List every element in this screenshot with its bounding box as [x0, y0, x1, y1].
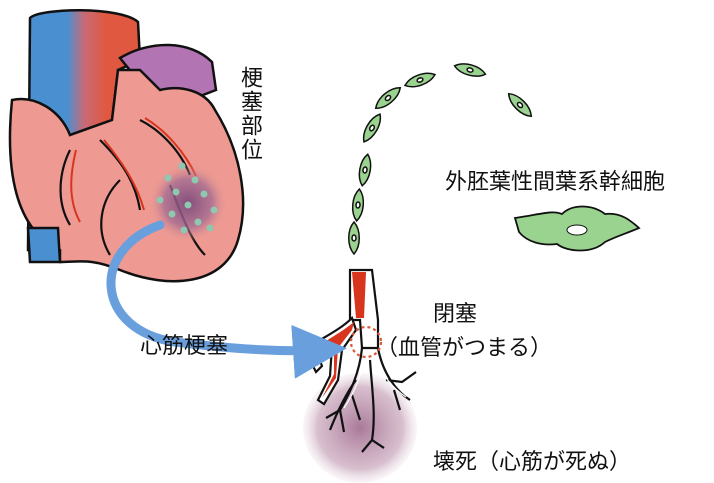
artery-illustration	[296, 270, 417, 483]
label-myocardial-infarction: 心筋梗塞	[140, 336, 228, 358]
label-stem-cell: 外胚葉性間葉系幹細胞	[445, 172, 665, 194]
label-necrosis: 壊死（心筋が死ぬ）	[433, 452, 631, 474]
necrosis-zone-icon	[303, 373, 417, 483]
stem-cell-icon	[515, 207, 639, 251]
label-occlusion-note: （血管がつまる）	[376, 338, 552, 360]
stem-cell-trail	[349, 61, 535, 254]
vena-cava	[28, 228, 60, 262]
label-occlusion-title: 閉塞	[433, 304, 477, 326]
label-infarct-site: 梗塞部位	[238, 66, 260, 162]
